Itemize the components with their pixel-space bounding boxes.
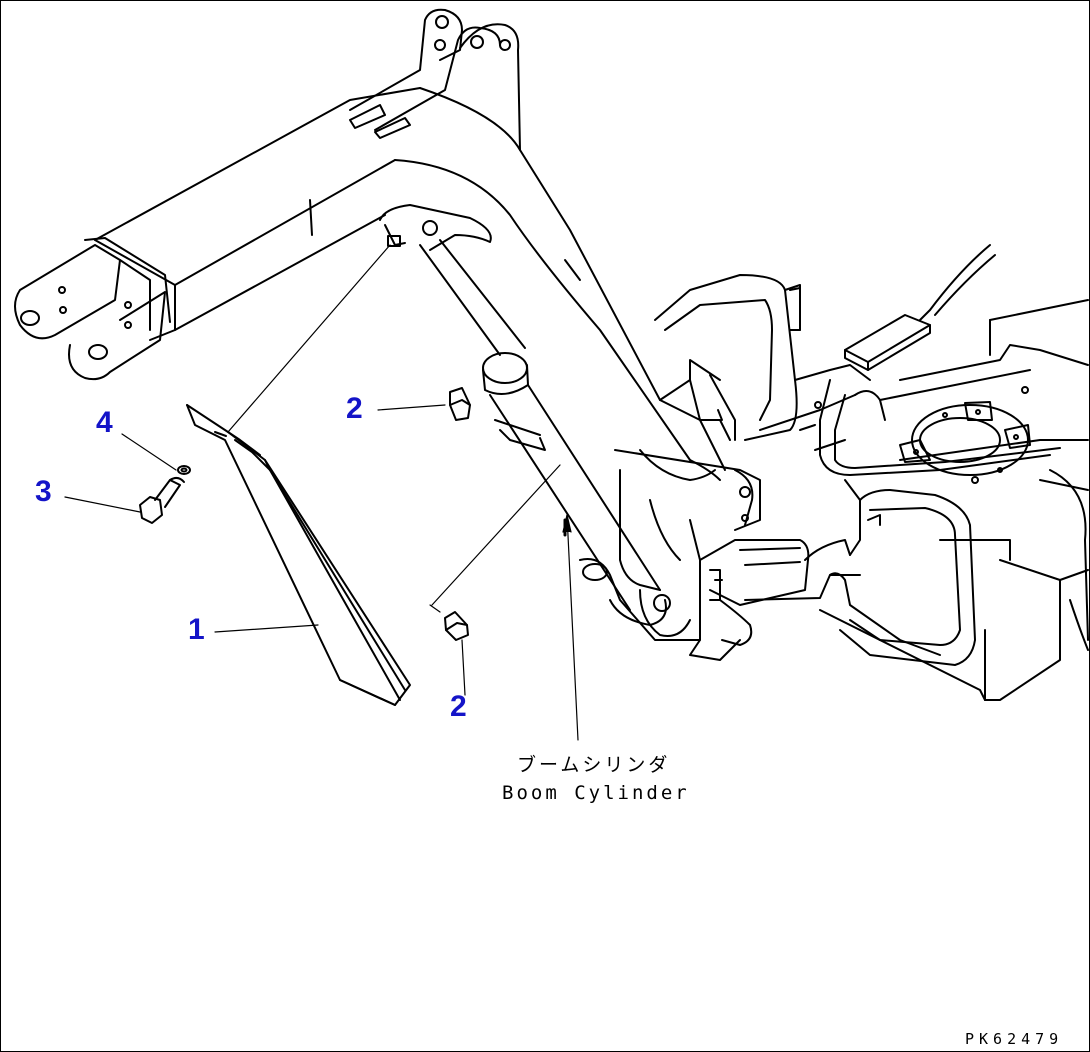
part-1-cover-plate bbox=[186, 404, 411, 706]
part-4-washer bbox=[177, 465, 191, 475]
callout-part-2-lower[interactable]: 2 bbox=[450, 690, 467, 723]
callout-part-3[interactable]: 3 bbox=[35, 475, 52, 508]
part-3-bolt bbox=[139, 476, 185, 524]
boom-arm bbox=[14, 8, 726, 481]
leader-lines bbox=[64, 244, 579, 741]
callout-part-1[interactable]: 1 bbox=[188, 613, 205, 646]
callout-part-4[interactable]: 4 bbox=[96, 406, 113, 439]
boom-cylinder-label-jp: ブームシリンダ bbox=[517, 754, 671, 776]
part-2-clip-lower bbox=[444, 611, 469, 641]
machine-frame bbox=[563, 244, 1089, 701]
drawing-code: PK62479 bbox=[965, 1030, 1064, 1048]
part-2-clip-upper bbox=[449, 387, 471, 421]
boom-cylinder bbox=[379, 204, 667, 626]
callout-part-2-upper[interactable]: 2 bbox=[346, 392, 363, 425]
boom-cylinder-label-en: Boom Cylinder bbox=[502, 782, 690, 804]
